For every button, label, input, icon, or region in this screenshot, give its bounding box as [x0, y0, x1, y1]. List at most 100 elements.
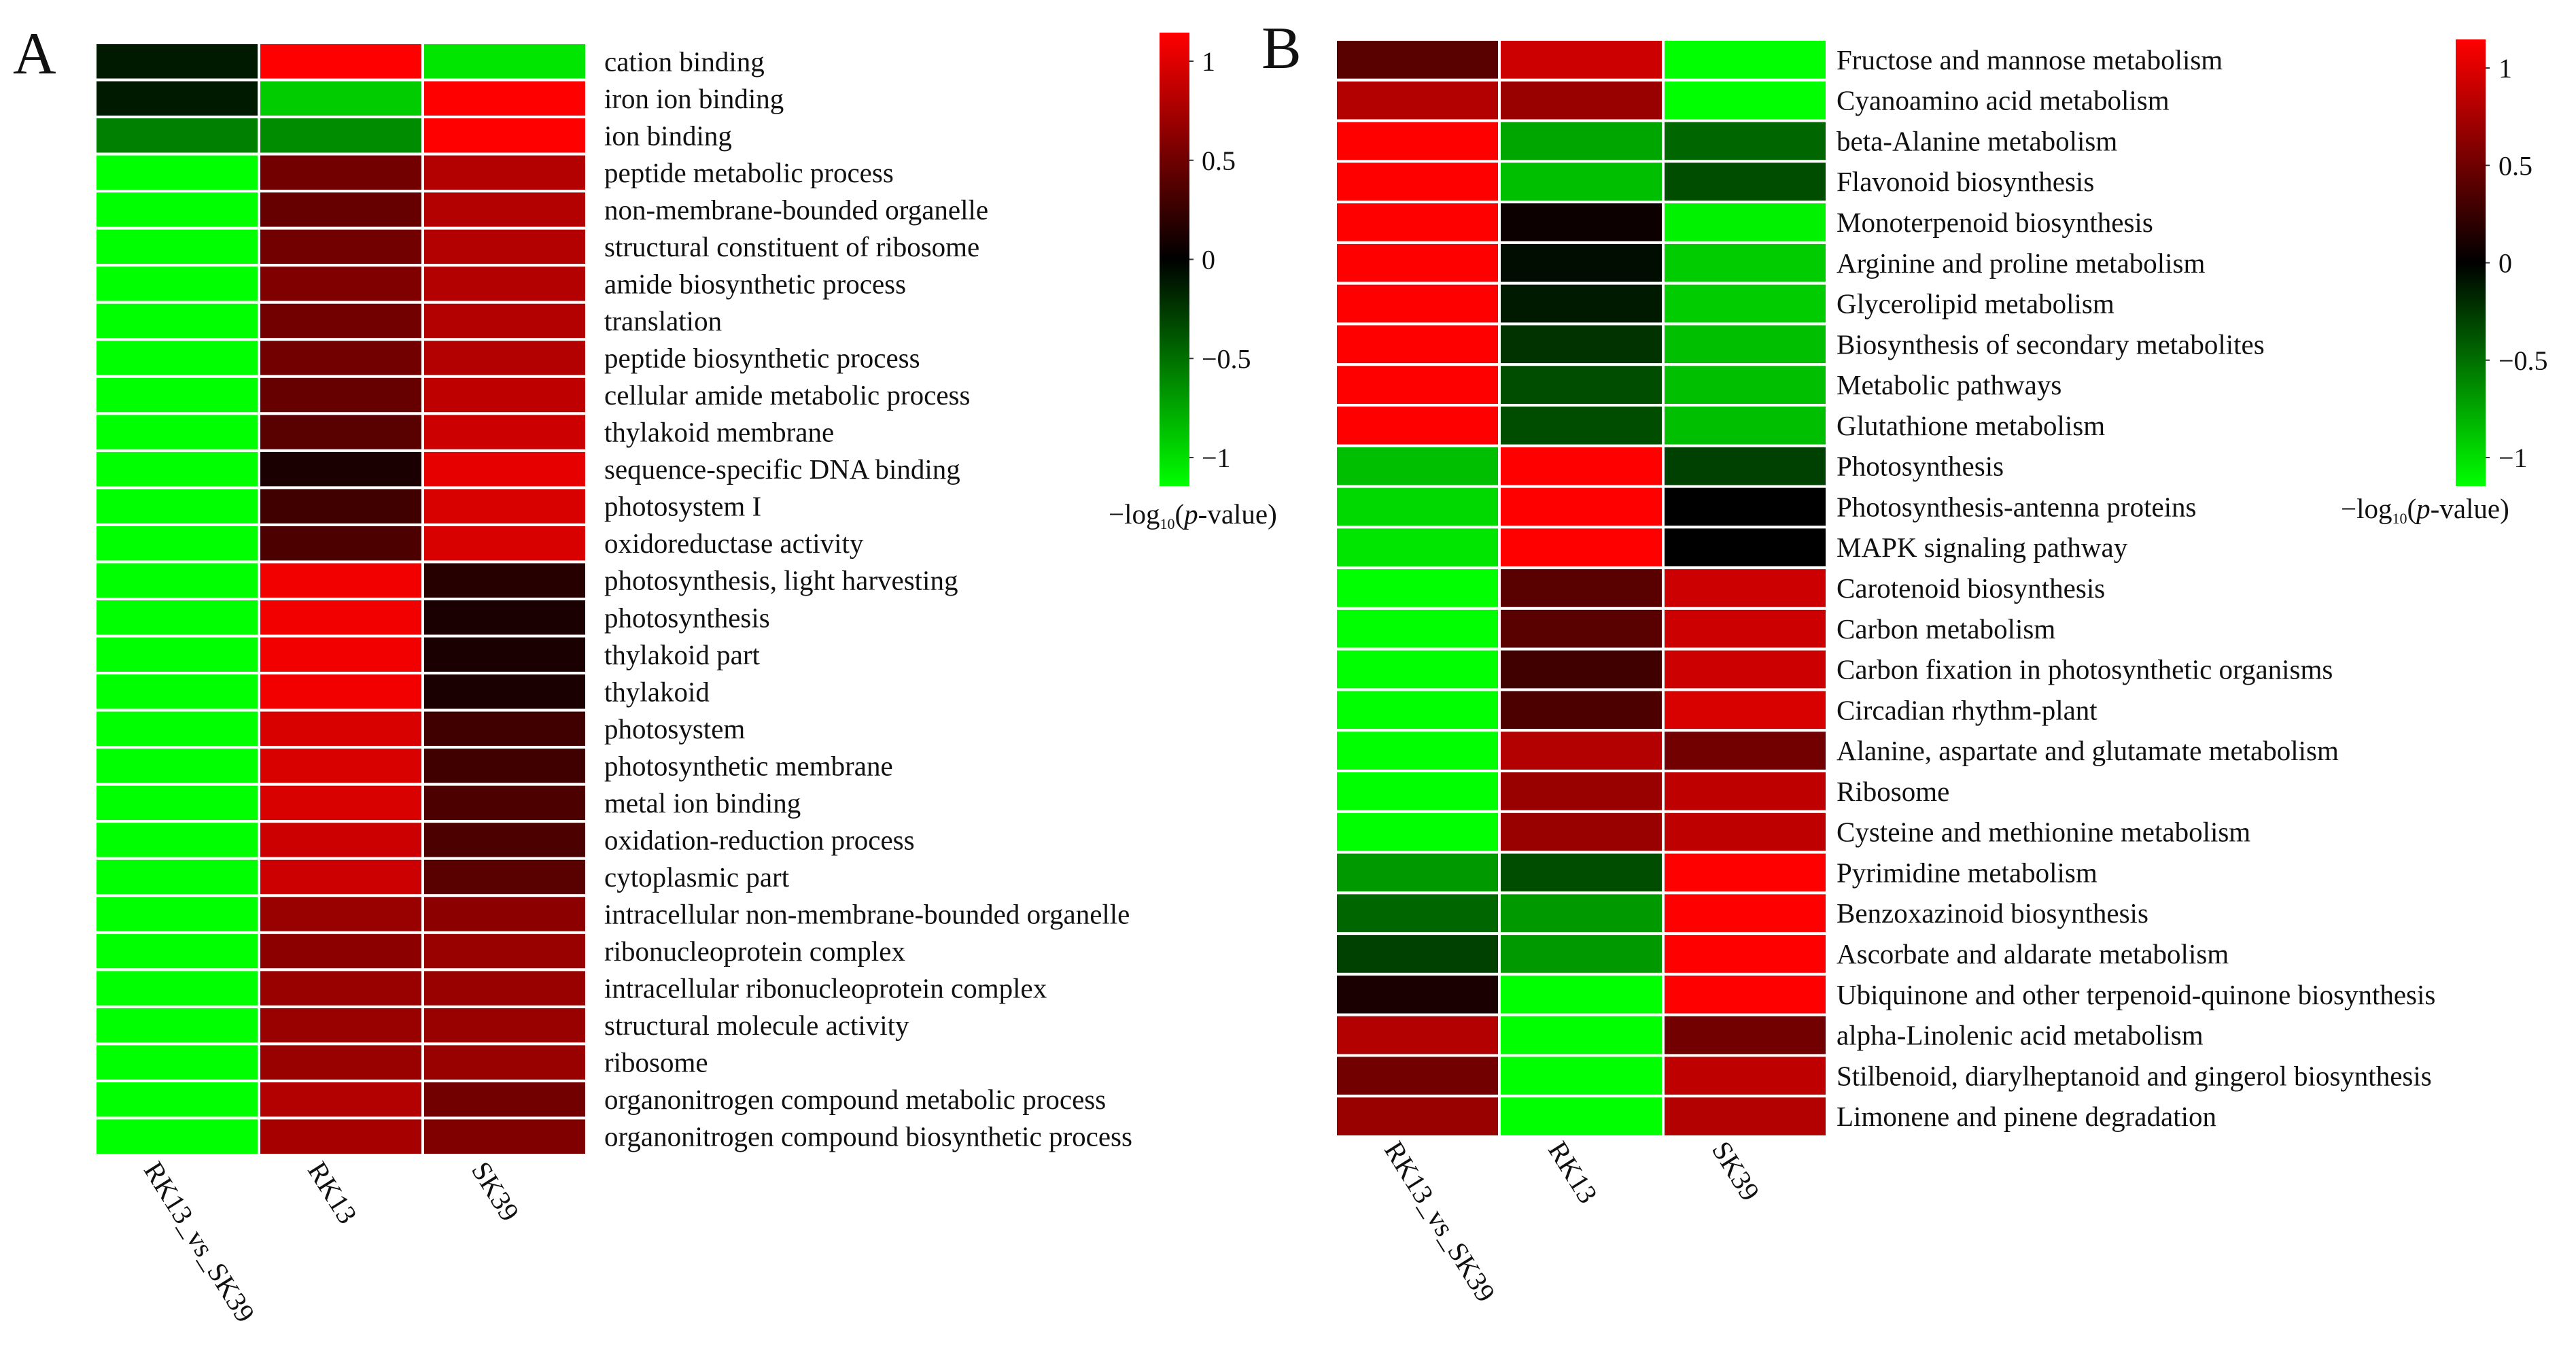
row-label: Benzoxazinoid biosynthesis: [1837, 897, 2148, 929]
heatmap-cell: [1334, 241, 1501, 285]
heatmap-cell: [94, 598, 260, 638]
heatmap-cell: [258, 226, 424, 267]
colorbar-tick-label: 1: [1202, 46, 1215, 77]
heatmap-cell: [421, 672, 588, 712]
heatmap-cell: [258, 968, 424, 1008]
heatmap-cell: [1498, 241, 1665, 285]
row-label: Cyanoamino acid metabolism: [1837, 85, 2170, 116]
column-label: RK13_vs_SK39: [1378, 1135, 1501, 1307]
heatmap-cell: [1498, 281, 1665, 326]
heatmap-cell: [94, 449, 260, 490]
heatmap-cell: [94, 783, 260, 823]
heatmap-cell: [258, 41, 424, 82]
colorbar-tick-label: −0.5: [2499, 345, 2548, 376]
heatmap-cell: [94, 264, 260, 304]
heatmap-cell: [421, 634, 588, 675]
heatmap-cell: [94, 634, 260, 675]
heatmap-cell: [94, 672, 260, 712]
row-label: beta-Alanine metabolism: [1837, 125, 2117, 156]
row-label: cellular amide metabolic process: [604, 379, 970, 411]
heatmap-cell: [94, 820, 260, 860]
heatmap-cell: [1662, 485, 1828, 529]
heatmap-cell: [1334, 566, 1501, 610]
row-label: Stilbenoid, diarylheptanoid and gingerol…: [1837, 1060, 2432, 1091]
row-label: Ascorbate and aldarate metabolism: [1837, 938, 2229, 970]
row-label: structural molecule activity: [604, 1010, 909, 1041]
row-label: Photosynthesis-antenna proteins: [1837, 491, 2197, 522]
heatmap-cell: [94, 1005, 260, 1046]
heatmap-cell: [94, 375, 260, 415]
heatmap-cell: [1662, 119, 1828, 163]
heatmap-cell: [421, 820, 588, 860]
colorbar-tick-label: −1: [1202, 443, 1231, 473]
heatmap-cell: [1662, 566, 1828, 610]
row-label: Monoterpenoid biosynthesis: [1837, 207, 2153, 238]
heatmap-cell: [1334, 485, 1501, 529]
heatmap-cell: [1334, 729, 1501, 772]
colorbar-tick-label: 0.5: [1202, 145, 1236, 176]
heatmap-cell: [1334, 38, 1501, 82]
heatmap-cell: [94, 338, 260, 378]
heatmap-cell: [94, 931, 260, 972]
row-label: Carbon fixation in photosynthetic organi…: [1837, 654, 2333, 685]
row-label: iron ion binding: [604, 83, 784, 114]
colorbar-tick-label: −0.5: [1202, 343, 1251, 374]
heatmap-cell: [421, 857, 588, 897]
heatmap-cell: [1498, 770, 1665, 813]
row-label: alpha-Linolenic acid metabolism: [1837, 1020, 2204, 1051]
row-label: Ubiquinone and other terpenoid-quinone b…: [1837, 979, 2435, 1010]
heatmap-cell: [94, 857, 260, 897]
heatmap-cell: [258, 375, 424, 415]
heatmap-cell: [94, 41, 260, 82]
heatmap-cell: [421, 1042, 588, 1082]
row-label: Carotenoid biosynthesis: [1837, 572, 2105, 604]
heatmap-cell: [1498, 526, 1665, 570]
row-label: ribonucleoprotein complex: [604, 936, 905, 967]
heatmap-cell: [258, 78, 424, 119]
heatmap-cell: [258, 412, 424, 452]
row-label: thylakoid: [604, 676, 710, 707]
heatmap-cell: [258, 301, 424, 341]
colorbar-title-prefix: −log: [1109, 498, 1160, 530]
colorbar-title: −log10(p-value): [2341, 493, 2509, 527]
heatmap-cell: [1498, 363, 1665, 407]
heatmap-cell: [1334, 444, 1501, 488]
heatmap-cell: [421, 116, 588, 156]
heatmap-cell: [1334, 647, 1501, 691]
colorbar-title-suffix: (p-value): [2407, 493, 2509, 524]
heatmap-cell: [94, 746, 260, 786]
heatmap-cell: [1662, 526, 1828, 570]
row-label: MAPK signaling pathway: [1837, 532, 2128, 563]
heatmap-cell: [421, 41, 588, 82]
heatmap-cell: [94, 152, 260, 193]
row-label: Glycerolipid metabolism: [1837, 288, 2114, 320]
heatmap-cell: [94, 301, 260, 341]
heatmap-cell: [421, 1005, 588, 1046]
heatmap-cell: [1334, 810, 1501, 854]
row-label: oxidoreductase activity: [604, 528, 864, 559]
heatmap-cell: [1498, 891, 1665, 936]
heatmap-cell: [421, 375, 588, 415]
row-label: sequence-specific DNA binding: [604, 453, 960, 485]
heatmap-cell: [1662, 891, 1828, 936]
heatmap-cell: [1662, 201, 1828, 244]
heatmap-cell: [421, 338, 588, 378]
row-label: Fructose and mannose metabolism: [1837, 44, 2223, 75]
heatmap-cell: [1498, 444, 1665, 488]
row-label: intracellular ribonucleoprotein complex: [604, 973, 1047, 1004]
heatmap-cell: [421, 894, 588, 934]
heatmap-cell: [258, 672, 424, 712]
heatmap-cell: [258, 1079, 424, 1120]
colorbar-title-prefix: −log: [2341, 493, 2392, 524]
heatmap-cell: [258, 449, 424, 490]
heatmap-cell: [1662, 932, 1828, 976]
heatmap-cell: [421, 968, 588, 1008]
row-label: structural constituent of ribosome: [604, 231, 979, 262]
heatmap-cell: [1662, 363, 1828, 407]
heatmap-cell: [1662, 38, 1828, 82]
heatmap-cell: [1662, 78, 1828, 122]
heatmap-cell: [1498, 201, 1665, 244]
heatmap-cell: [94, 708, 260, 749]
row-label: Pyrimidine metabolism: [1837, 857, 2098, 888]
